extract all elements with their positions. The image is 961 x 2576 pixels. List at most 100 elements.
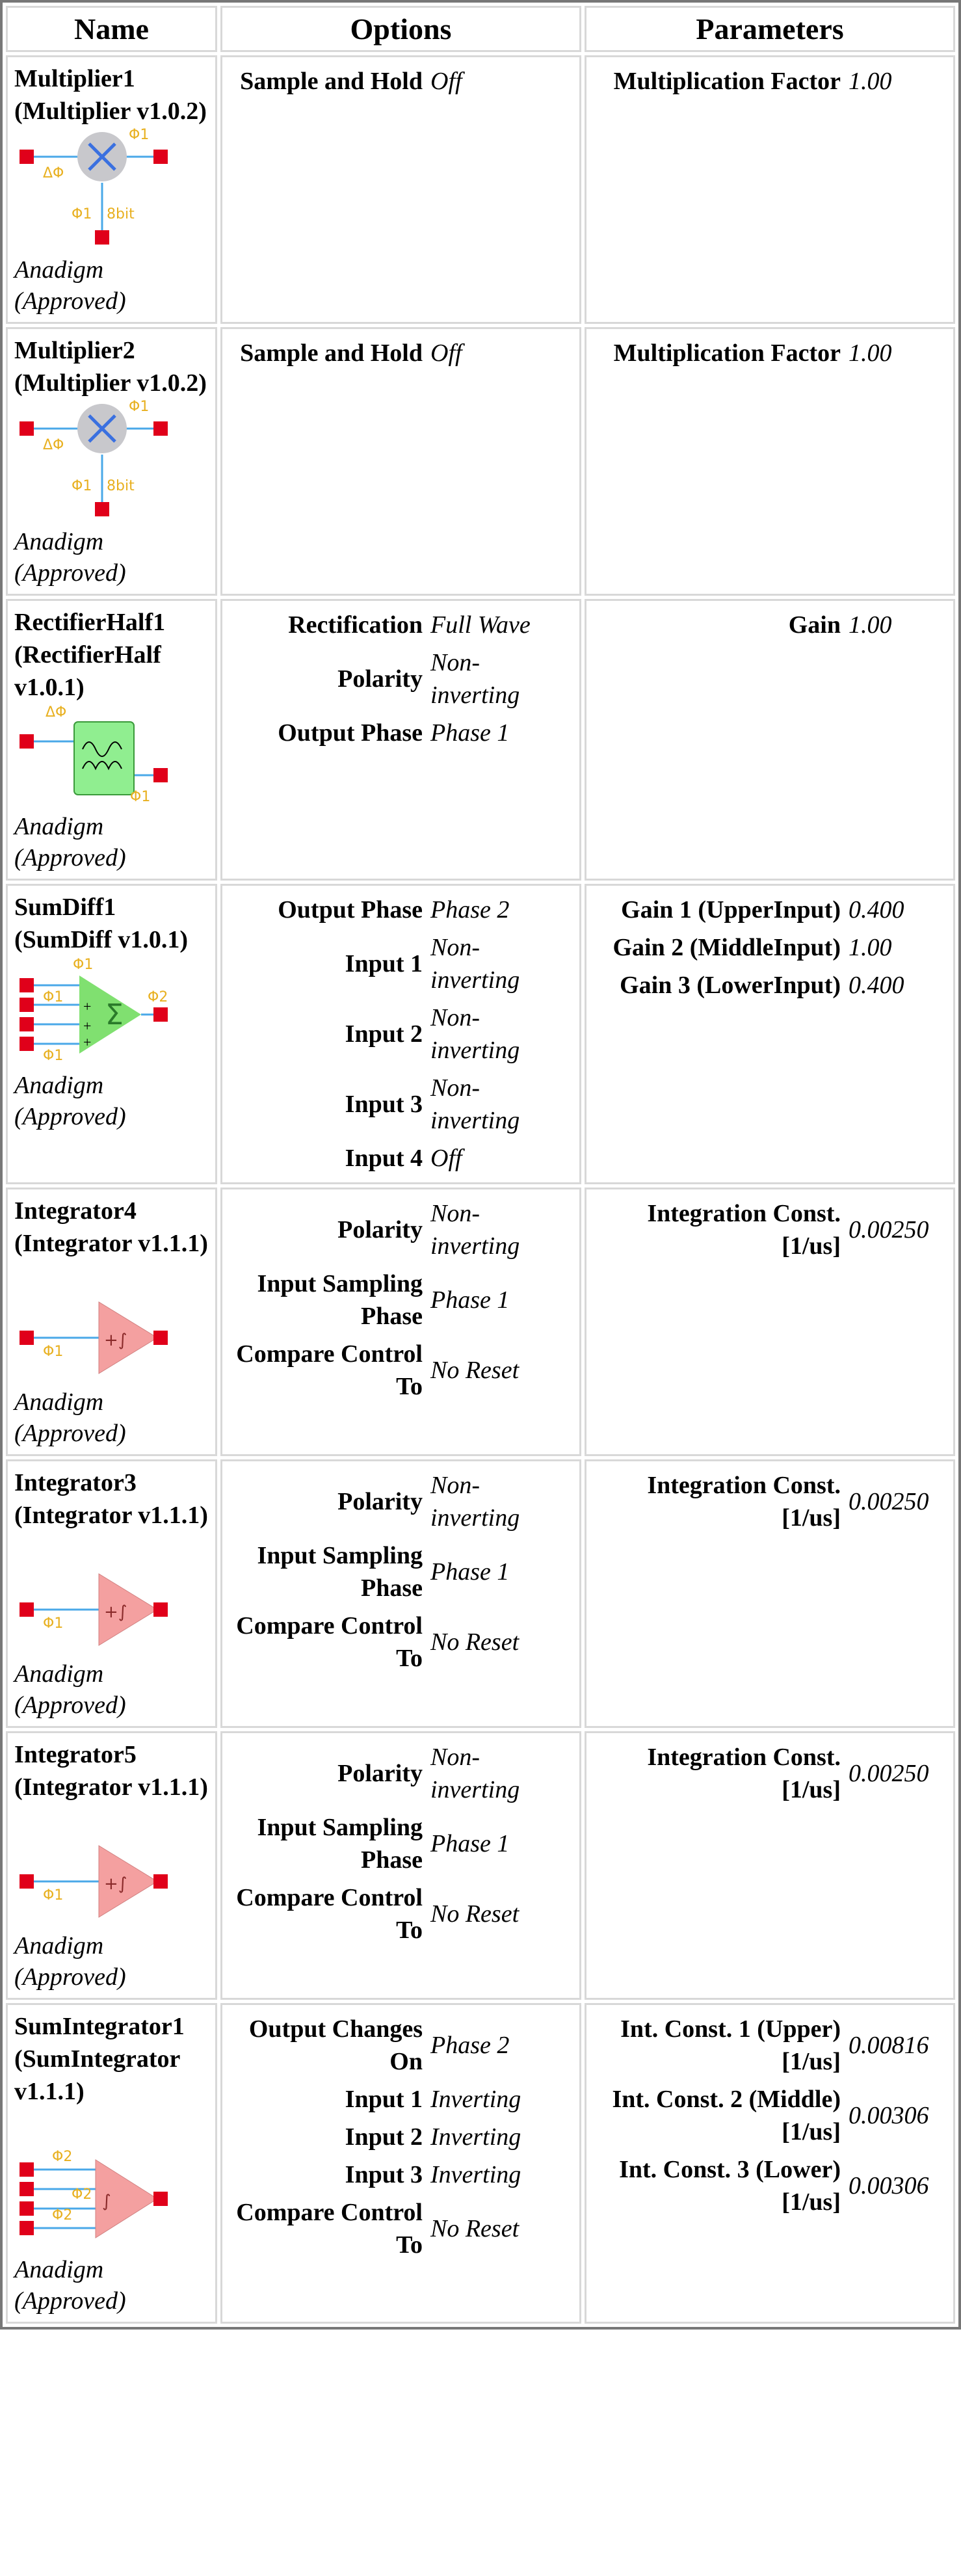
option-row: Compare Control To No Reset xyxy=(229,1335,573,1405)
option-value: Inverting xyxy=(430,2123,521,2151)
option-row: Polarity Non-inverting xyxy=(229,1467,573,1537)
option-value: Phase 2 xyxy=(430,896,510,923)
option-value: Non-inverting xyxy=(430,1200,520,1260)
svg-text:ΔΦ: ΔΦ xyxy=(46,704,66,721)
svg-text:8bit: 8bit xyxy=(107,206,135,222)
option-value: Off xyxy=(430,68,462,95)
option-row: Input 1 Inverting xyxy=(229,2080,573,2118)
svg-text:Φ1: Φ1 xyxy=(43,1344,63,1360)
component-name-cell: RectifierHalf1 (RectifierHalf v1.0.1) ΔΦ… xyxy=(6,599,217,881)
svg-text:ΔΦ: ΔΦ xyxy=(43,437,64,453)
option-label: Input 3 xyxy=(345,1091,423,1118)
parameter-label: Multiplication Factor xyxy=(613,68,841,95)
option-row: Input 3 Non-inverting xyxy=(229,1069,573,1139)
option-label: Output Changes On xyxy=(248,2015,423,2075)
option-row: Compare Control To No Reset xyxy=(229,1607,573,1677)
option-label: Compare Control To xyxy=(236,1884,423,1944)
option-value: No Reset xyxy=(430,1628,520,1656)
option-value: Phase 1 xyxy=(430,1830,510,1857)
table-row: SumIntegrator1 (SumIntegrator v1.1.1) ∫ … xyxy=(6,2003,955,2324)
option-row: Compare Control To No Reset xyxy=(229,1879,573,1949)
option-value: No Reset xyxy=(430,1900,520,1928)
option-value: Phase 1 xyxy=(430,1286,510,1314)
parameter-label: Gain 1 (UpperInput) xyxy=(621,896,841,923)
parameter-row: Gain 1.00 xyxy=(593,606,947,644)
component-title: SumIntegrator1 (SumIntegrator v1.1.1) xyxy=(14,2013,185,2105)
svg-text:+: + xyxy=(83,1034,91,1050)
parameter-row: Int. Const. 2 (Middle)[1/us] 0.00306 xyxy=(593,2080,947,2151)
integrator-icon: +∫ Φ1 xyxy=(14,1532,209,1658)
parameter-label: Int. Const. 2 (Middle)[1/us] xyxy=(612,2086,841,2145)
option-label: Input 2 xyxy=(345,1020,423,1048)
option-row: Input Sampling Phase Phase 1 xyxy=(229,1809,573,1879)
parameter-row: Gain 1 (UpperInput) 0.400 xyxy=(593,891,947,929)
parameter-row: Integration Const. [1/us] 0.00250 xyxy=(593,1195,947,1265)
option-value: No Reset xyxy=(430,2215,520,2242)
option-value: Phase 1 xyxy=(430,1558,510,1586)
component-vendor: Anadigm (Approved) xyxy=(14,256,126,315)
parameter-value: 1.00 xyxy=(849,611,892,639)
option-label: Input Sampling Phase xyxy=(257,1814,423,1874)
svg-text:Φ1: Φ1 xyxy=(43,1048,63,1064)
option-value: Phase 1 xyxy=(430,719,510,747)
option-value: Non-inverting xyxy=(430,934,520,994)
parameter-row: Integration Const. [1/us] 0.00250 xyxy=(593,1738,947,1809)
component-title: RectifierHalf1 (RectifierHalf v1.0.1) xyxy=(14,609,166,701)
svg-text:Φ1: Φ1 xyxy=(129,399,149,415)
parameters-cell: Multiplication Factor 1.00 xyxy=(585,55,955,324)
svg-text:Φ1: Φ1 xyxy=(73,957,93,973)
option-label: Compare Control To xyxy=(236,2199,423,2259)
table-row: RectifierHalf1 (RectifierHalf v1.0.1) ΔΦ… xyxy=(6,599,955,881)
component-vendor: Anadigm (Approved) xyxy=(14,1932,126,1991)
component-name-cell: Integrator3 (Integrator v1.1.1) +∫ Φ1 An… xyxy=(6,1459,217,1728)
option-label: Input 1 xyxy=(345,2086,423,2113)
option-row: Polarity Non-inverting xyxy=(229,1195,573,1265)
parameter-value: 1.00 xyxy=(849,68,892,95)
component-title: Integrator4 (Integrator v1.1.1) xyxy=(14,1197,208,1257)
option-row: Output Phase Phase 2 xyxy=(229,891,573,929)
table-row: Integrator4 (Integrator v1.1.1) +∫ Φ1 An… xyxy=(6,1188,955,1456)
svg-text:+: + xyxy=(83,998,91,1015)
svg-text:Φ1: Φ1 xyxy=(72,478,92,494)
option-value: Phase 2 xyxy=(430,2032,510,2059)
parameter-row: Gain 3 (LowerInput) 0.400 xyxy=(593,966,947,1004)
parameter-label: Int. Const. 1 (Upper)[1/us] xyxy=(620,2015,841,2075)
options-cell: Polarity Non-inverting Input Sampling Ph… xyxy=(220,1459,581,1728)
parameter-label: Int. Const. 3 (Lower)[1/us] xyxy=(619,2156,841,2216)
component-vendor: Anadigm (Approved) xyxy=(14,1072,126,1130)
options-cell: Sample and Hold Off xyxy=(220,327,581,596)
svg-text:Φ1: Φ1 xyxy=(43,989,63,1005)
svg-text:Φ2: Φ2 xyxy=(148,989,168,1005)
svg-text:8bit: 8bit xyxy=(107,478,135,494)
option-row: Sample and Hold Off xyxy=(229,62,573,100)
options-cell: Polarity Non-inverting Input Sampling Ph… xyxy=(220,1188,581,1456)
parameter-value: 1.00 xyxy=(849,934,892,961)
integrator-icon: +∫ Φ1 xyxy=(14,1803,209,1930)
options-cell: Polarity Non-inverting Input Sampling Ph… xyxy=(220,1731,581,2000)
parameter-value: 0.00306 xyxy=(849,2172,929,2199)
parameters-cell: Gain 1.00 xyxy=(585,599,955,881)
svg-text:Φ1: Φ1 xyxy=(129,127,149,143)
parameter-label: Multiplication Factor xyxy=(613,339,841,367)
svg-text:ΔΦ: ΔΦ xyxy=(43,165,64,181)
option-label: Input Sampling Phase xyxy=(257,1270,423,1330)
parameter-label: Gain 2 (MiddleInput) xyxy=(612,934,841,961)
option-row: Output Changes On Phase 2 xyxy=(229,2010,573,2080)
parameter-label: Gain 3 (LowerInput) xyxy=(620,972,841,999)
parameter-label: Integration Const. [1/us] xyxy=(647,1472,841,1532)
option-label: Sample and Hold xyxy=(240,339,423,367)
option-row: Input Sampling Phase Phase 1 xyxy=(229,1537,573,1607)
options-cell: Sample and Hold Off xyxy=(220,55,581,324)
component-vendor: Anadigm (Approved) xyxy=(14,813,126,871)
svg-text:+∫: +∫ xyxy=(104,1331,127,1350)
parameter-value: 0.400 xyxy=(849,972,904,999)
option-row: Input 4 Off xyxy=(229,1139,573,1177)
option-label: Rectification xyxy=(288,611,423,639)
component-title: Integrator5 (Integrator v1.1.1) xyxy=(14,1741,208,1801)
parameter-value: 0.00250 xyxy=(849,1216,929,1243)
